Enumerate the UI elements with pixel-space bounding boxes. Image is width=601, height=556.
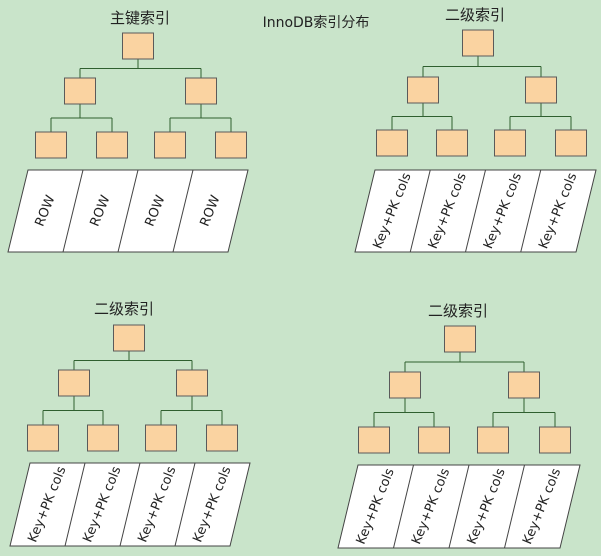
leaf-cell-divider [62, 169, 84, 253]
leaf-cell-divider [520, 169, 542, 253]
leaf-cell-divider [119, 462, 141, 547]
leaf-node [35, 131, 67, 159]
leaf-node [27, 424, 59, 452]
internal-node [525, 76, 557, 104]
leaf-node [376, 129, 408, 157]
tree-edge [50, 104, 113, 132]
tree-edge [422, 56, 542, 77]
tree-edge [404, 352, 525, 372]
leaf-node [418, 426, 450, 454]
leaf-cell-divider [409, 169, 431, 253]
leaf-node [494, 129, 526, 157]
leaf-node [436, 129, 468, 157]
tree-edge [42, 396, 104, 425]
root-node [444, 325, 476, 353]
tree-edge [373, 398, 435, 427]
diagram-title: InnoDB索引分布 [263, 14, 370, 31]
index-panel-label: 二级索引 [445, 6, 505, 24]
tree-edge [79, 59, 202, 78]
leaf-node [96, 131, 128, 159]
root-node [462, 29, 494, 57]
tree-edge [169, 104, 232, 132]
tree-edge [73, 351, 193, 370]
internal-node [508, 371, 540, 399]
leaf-node [358, 426, 390, 454]
leaf-node [87, 424, 119, 452]
internal-node [176, 369, 208, 397]
leaf-node [477, 426, 509, 454]
leaf-node [215, 131, 247, 159]
leaf-cell-divider [393, 464, 414, 549]
internal-node [389, 371, 421, 399]
leaf-cell-divider [448, 464, 470, 549]
internal-node [185, 77, 217, 105]
leaf-cell-divider [117, 169, 139, 253]
leaf-cell-divider [174, 462, 196, 547]
leaf-node [555, 129, 587, 157]
leaf-cell-divider [465, 169, 486, 253]
leaf-node [154, 131, 186, 159]
tree-edge [391, 103, 453, 130]
leaf-node [145, 424, 177, 452]
leaf-cell-divider [172, 169, 194, 253]
tree-edge [160, 396, 223, 425]
internal-node [58, 369, 90, 397]
root-node [122, 32, 154, 60]
index-panel-label: 二级索引 [428, 302, 488, 320]
leaf-cell-divider [504, 464, 525, 549]
leaf-node [539, 426, 571, 454]
leaf-cell-divider [64, 462, 86, 547]
tree-edge [509, 103, 572, 130]
tree-edge [492, 398, 556, 427]
internal-node [64, 77, 96, 105]
index-panel-label: 主键索引 [110, 9, 170, 27]
root-node [113, 324, 145, 352]
internal-node [407, 76, 439, 104]
leaf-node [206, 424, 238, 452]
index-panel-label: 二级索引 [94, 300, 154, 318]
